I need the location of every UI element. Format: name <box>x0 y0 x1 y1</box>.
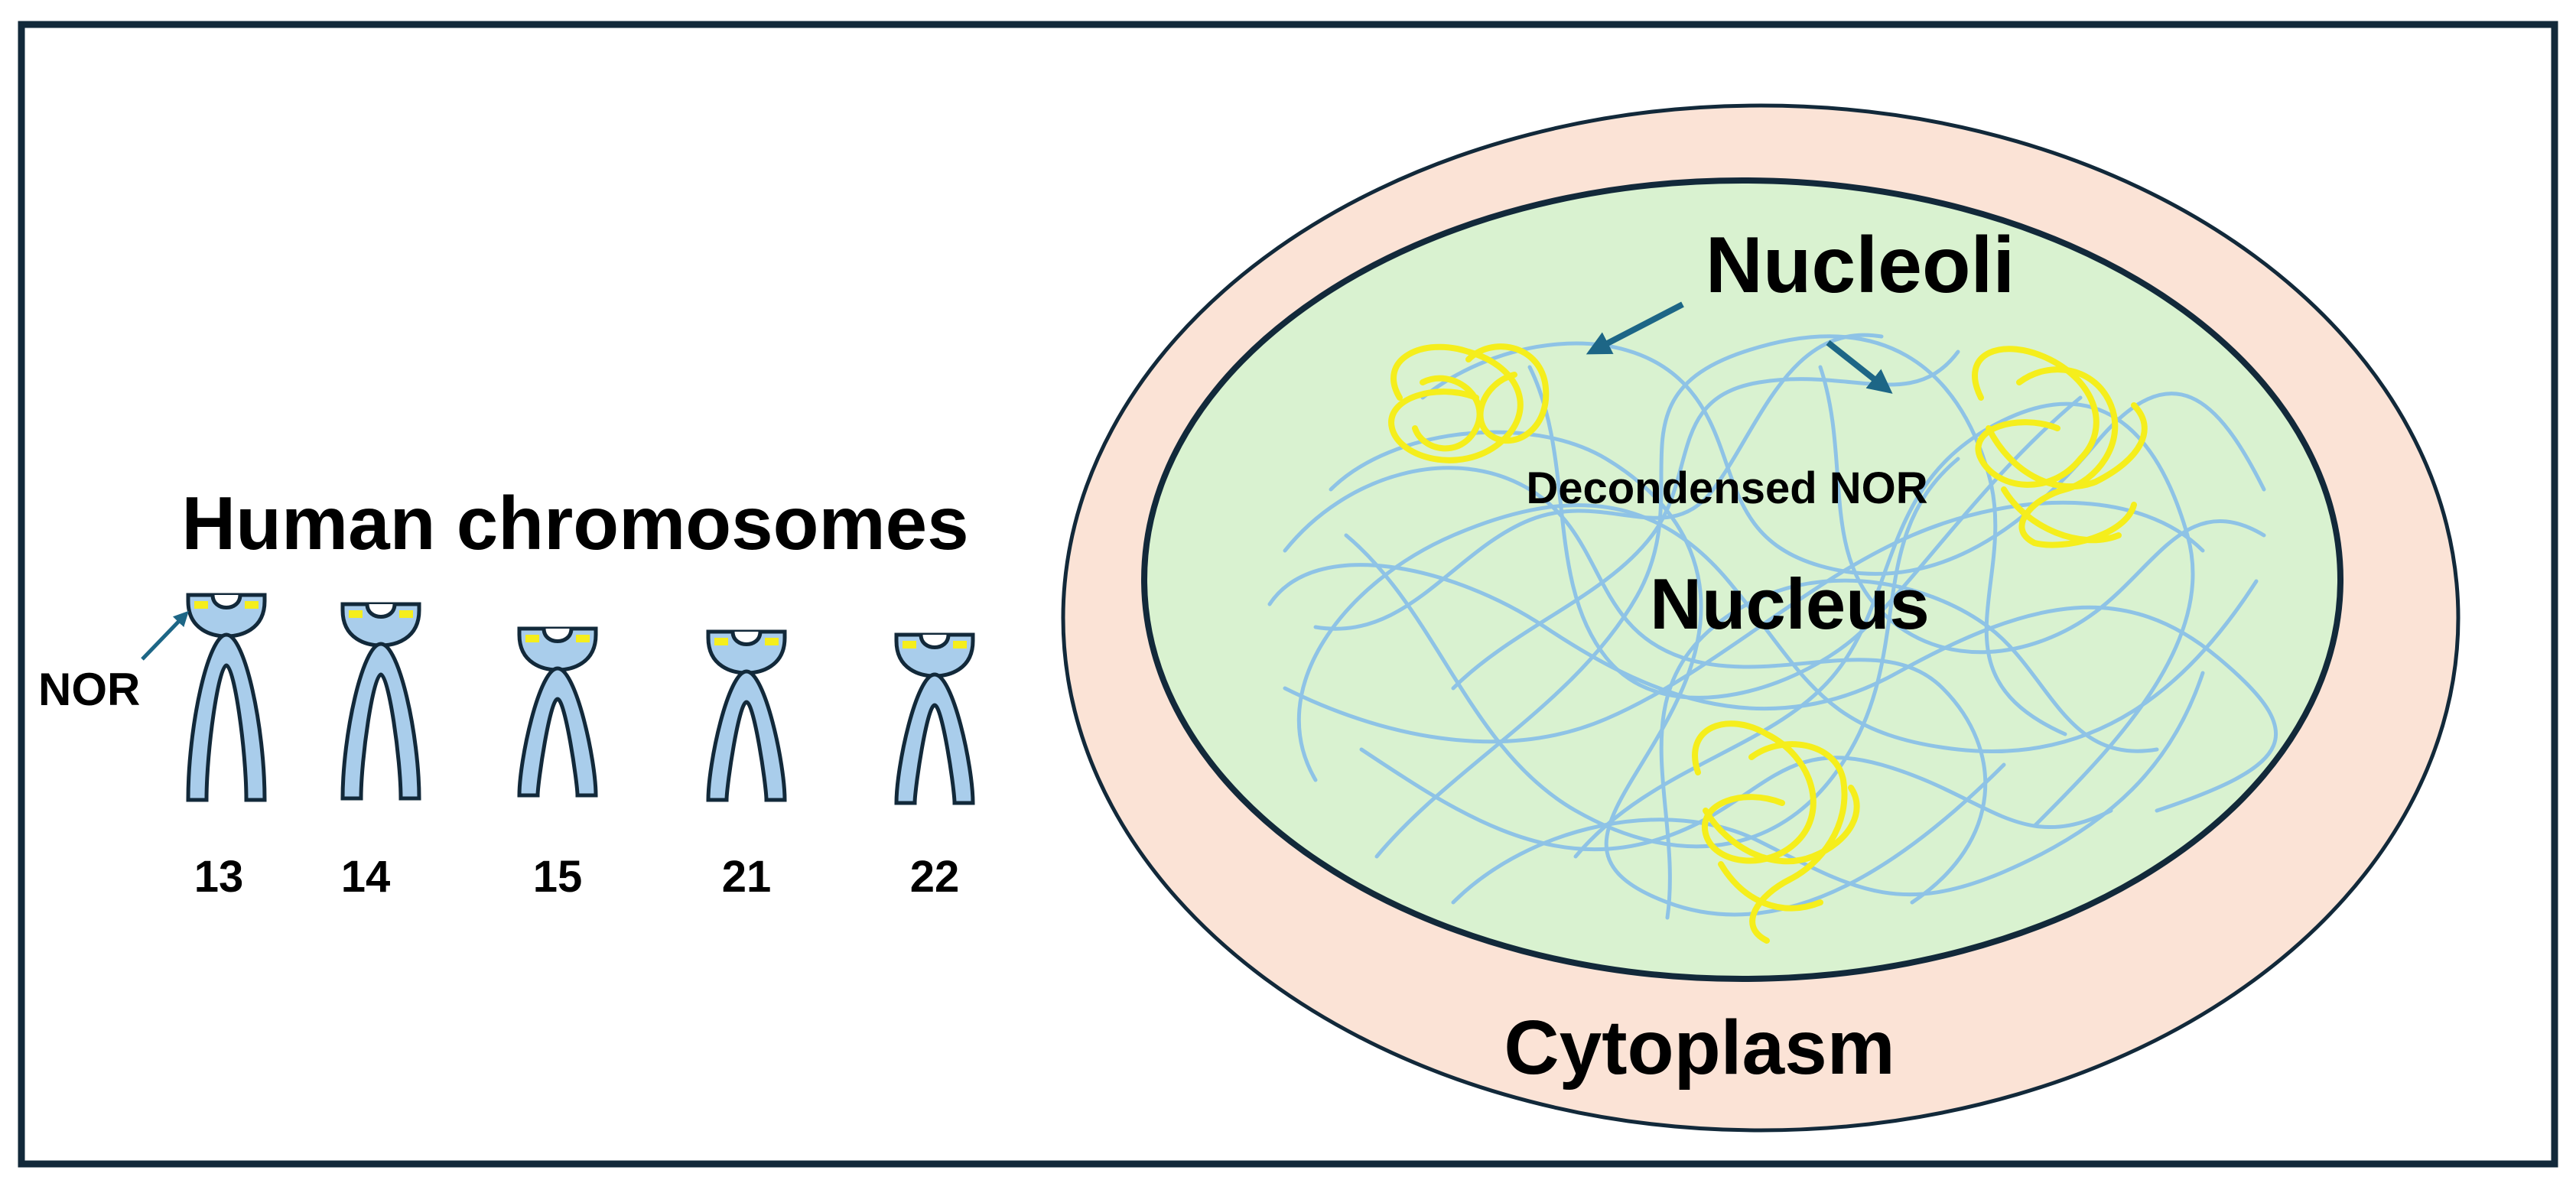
decondensed-nor-label: Decondensed NOR <box>1526 463 1927 513</box>
chromosome-number: 13 <box>194 852 244 902</box>
chromosome-number: 14 <box>341 852 391 902</box>
nucleoli-arrow-left <box>1586 301 1684 355</box>
nor-band <box>953 641 967 649</box>
nor-band <box>765 638 779 645</box>
chromosome-14: 14 <box>340 602 421 902</box>
chromosome-21: 21 <box>706 629 787 902</box>
chromosome-22: 22 <box>894 632 975 902</box>
nor-band <box>245 601 259 609</box>
chromosome-long-arms <box>706 669 787 802</box>
chromosome-15: 15 <box>517 626 598 902</box>
nor-arrow <box>141 610 189 661</box>
nor-band <box>349 610 363 618</box>
chromosome-number: 22 <box>910 852 960 902</box>
chromosomes-title: Human chromosomes <box>181 481 968 565</box>
nucleolus-left <box>1388 343 1550 463</box>
chromosome-long-arms <box>186 632 267 802</box>
nucleoli-arrow-right <box>1826 340 1893 394</box>
chromosome-long-arms <box>894 672 975 805</box>
nor-band <box>399 610 413 618</box>
chromosome-notch <box>730 631 763 646</box>
nor-band <box>576 635 590 642</box>
chromosome-notch <box>542 628 574 643</box>
nor-band <box>194 601 208 609</box>
nucleus-label: Nucleus <box>1650 564 1930 644</box>
nor-label: NOR <box>38 664 140 715</box>
nucleolus-bottom <box>1692 720 1860 944</box>
nor-band <box>525 635 539 642</box>
chromosome-number: 15 <box>533 852 583 902</box>
chromosome-notch <box>919 634 951 649</box>
chromosome-long-arms <box>340 642 421 801</box>
chromosome-row: 13 14 15 21 22 <box>186 593 975 902</box>
nucleoli-label: Nucleoli <box>1706 221 2015 310</box>
nucleolus-right <box>1972 346 2148 548</box>
chromosome-notch <box>365 603 397 619</box>
chromosome-notch <box>210 594 242 610</box>
chromosome-13: 13 <box>186 593 267 902</box>
chromosome-long-arms <box>517 666 598 798</box>
nor-band <box>903 641 916 649</box>
cytoplasm-label: Cytoplasm <box>1504 1005 1895 1091</box>
nor-band <box>714 638 728 645</box>
chromosome-number: 21 <box>722 852 772 902</box>
